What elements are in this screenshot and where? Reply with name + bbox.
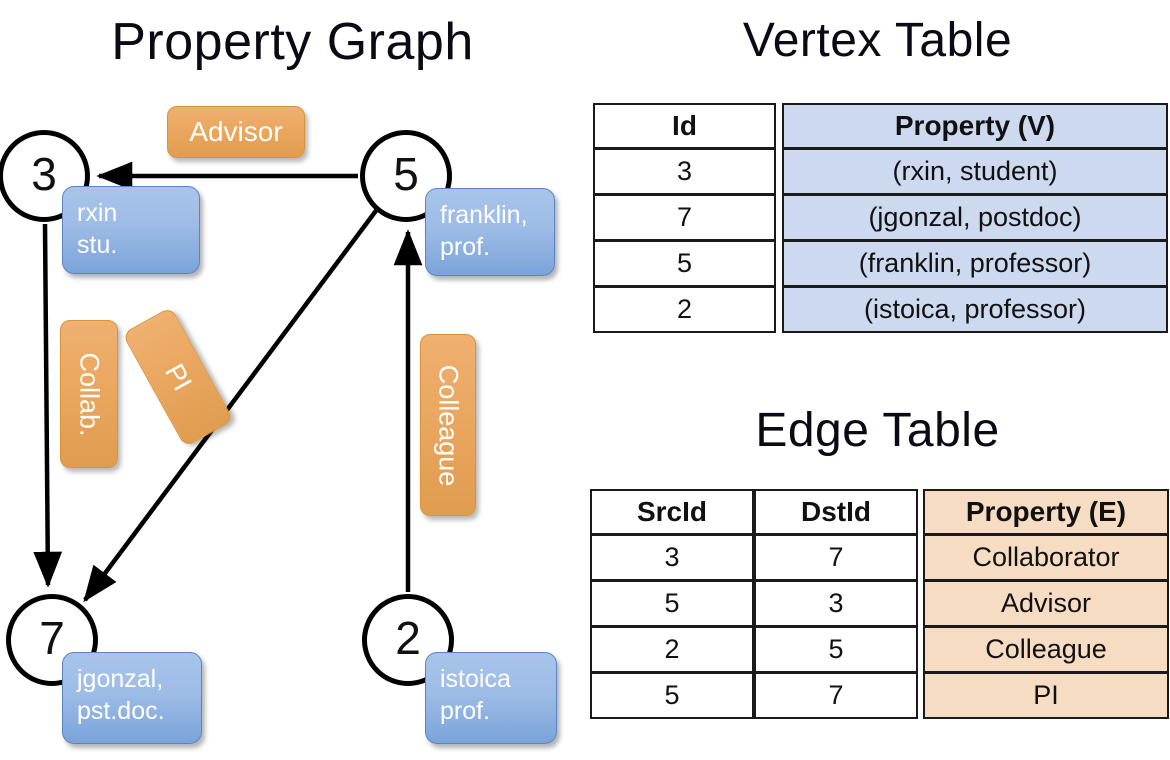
vertex-table-cell-id: 7 (593, 195, 776, 241)
table-row: (jgonzal, postdoc) (782, 195, 1168, 241)
edge-table-cell-property: Collaborator (923, 535, 1169, 581)
edge-label-advisor: Advisor (167, 106, 305, 158)
vertex-table-cell-property: (franklin, professor) (782, 241, 1168, 287)
page-title-vertex-table: Vertex Table (742, 14, 1013, 67)
table-row: 2 (593, 287, 776, 333)
edge-table-header-property: Property (E) (923, 489, 1169, 535)
table-row: Advisor (923, 581, 1169, 627)
table-row: (istoica, professor) (782, 287, 1168, 333)
vertex-property-box-5: franklin, prof. (425, 188, 555, 276)
edge-table-cell-srcid: 5 (590, 673, 754, 719)
table-row: (franklin, professor) (782, 241, 1168, 287)
edge-table-cell-srcid: 2 (590, 627, 754, 673)
table-row: (rxin, student) (782, 149, 1168, 195)
vertex-table-cell-property: (istoica, professor) (782, 287, 1168, 333)
graph-node-5[interactable]: 5 (360, 130, 452, 222)
graph-edge-lines (33, 161, 423, 603)
graph-node-5-label: 5 (393, 148, 419, 200)
edge-table-cell-dstid: 7 (754, 673, 918, 719)
edge-label-advisor-text: Advisor (189, 116, 283, 147)
edge-label-collab-text: Collab. (74, 351, 105, 437)
edge-table-header-dstid: DstId (754, 489, 918, 535)
table-header-row: Property (V) (782, 103, 1168, 149)
vertex-property-box-2: istoica prof. (425, 652, 557, 744)
table-row: Colleague (923, 627, 1169, 673)
graph-node-2-label: 2 (395, 612, 421, 664)
vertex-table-cell-id: 2 (593, 287, 776, 333)
vertex-table-cell-property: (jgonzal, postdoc) (782, 195, 1168, 241)
page-title-edge-table: Edge Table (755, 404, 1000, 457)
table-row: 2 5 (590, 627, 918, 673)
vertex-property-box-7: jgonzal, pst.doc. (62, 652, 202, 744)
table-row: 5 3 (590, 581, 918, 627)
edge-table-cell-srcid: 3 (590, 535, 754, 581)
table-row: 5 7 (590, 673, 918, 719)
vertex-property-box-3: rxin stu. (62, 186, 200, 274)
vertex-table-id-column: Id 3 7 5 2 (593, 103, 776, 333)
table-header-row: Id (593, 103, 776, 149)
graph-node-2[interactable]: 2 (362, 594, 454, 686)
vertex-table-property-column: Property (V) (rxin, student) (jgonzal, p… (782, 103, 1168, 333)
edge-label-collab: Collab. (60, 320, 118, 468)
page-title-property-graph: Property Graph (111, 13, 474, 71)
edge-line-collab (33, 223, 63, 588)
property-graph-diagram: 3 5 7 2 rxin stu. franklin, prof. jgonza… (0, 106, 557, 744)
edge-table-property-column: Property (E) Collaborator Advisor Collea… (923, 489, 1169, 719)
table-row: 7 (593, 195, 776, 241)
vertex-table-header-id: Id (593, 103, 776, 149)
edge-label-colleague-text: Colleague (433, 364, 464, 486)
edge-table-cell-property: Colleague (923, 627, 1169, 673)
vertex-table-cell-property: (rxin, student) (782, 149, 1168, 195)
vertex-table-cell-id: 5 (593, 241, 776, 287)
edge-table-cell-property: PI (923, 673, 1169, 719)
vertex-table-header-property: Property (V) (782, 103, 1168, 149)
edge-table-cell-dstid: 3 (754, 581, 918, 627)
table-row: 3 7 (590, 535, 918, 581)
edge-table-cell-srcid: 5 (590, 581, 754, 627)
table-header-row: Property (E) (923, 489, 1169, 535)
vertex-table-cell-id: 3 (593, 149, 776, 195)
edge-label-colleague: Colleague (420, 334, 476, 516)
edge-table-cell-dstid: 5 (754, 627, 918, 673)
table-row: 5 (593, 241, 776, 287)
edge-table-cell-property: Advisor (923, 581, 1169, 627)
table-header-row: SrcId DstId (590, 489, 918, 535)
graph-node-7-label: 7 (39, 612, 65, 664)
table-row: 3 (593, 149, 776, 195)
edge-line-pi (83, 206, 380, 603)
edge-label-pi-text: PI (159, 358, 198, 396)
graph-node-3-label: 3 (31, 148, 57, 200)
table-row: PI (923, 673, 1169, 719)
edge-table-header-srcid: SrcId (590, 489, 754, 535)
edge-table-id-columns: SrcId DstId 3 7 5 3 2 5 5 7 (590, 489, 918, 719)
edge-table-cell-dstid: 7 (754, 535, 918, 581)
table-row: Collaborator (923, 535, 1169, 581)
